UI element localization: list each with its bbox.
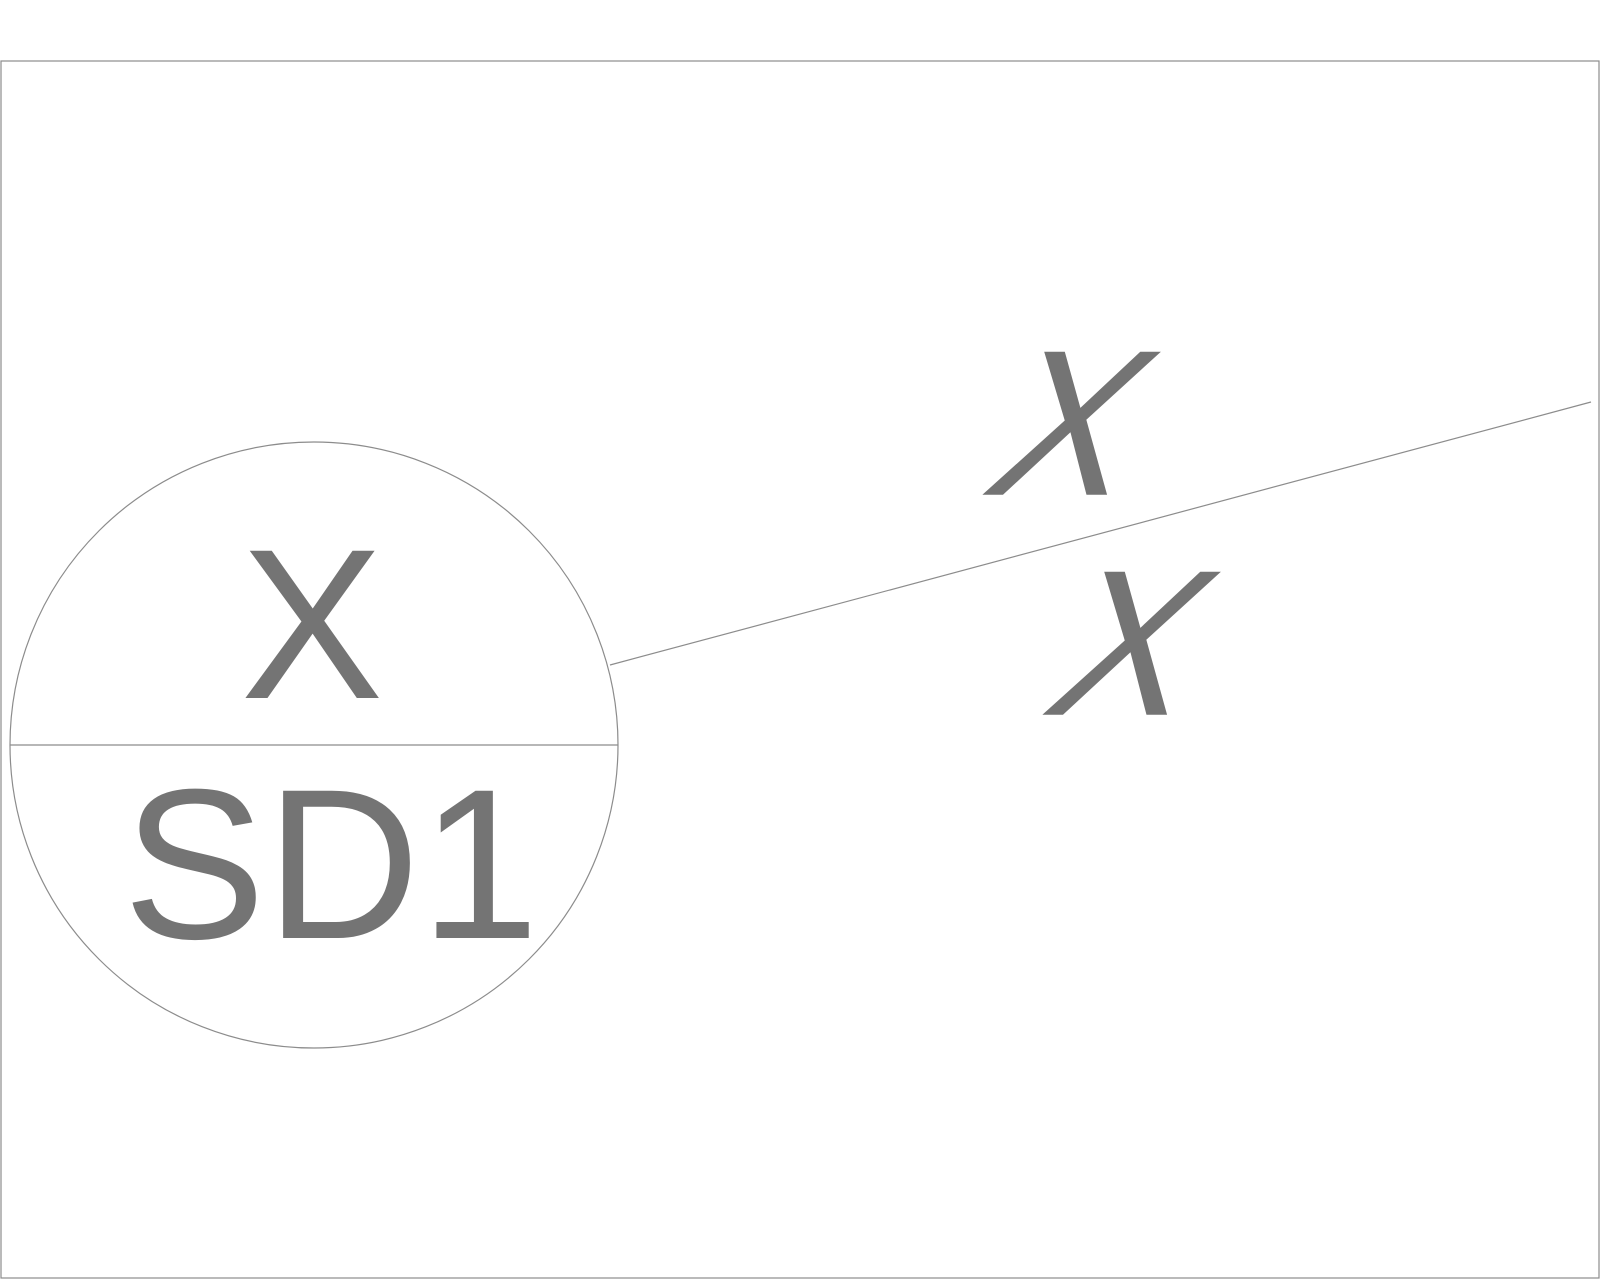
section-mark-lower: X	[1020, 528, 1247, 760]
section-tag-bottom-label: SD1	[123, 745, 539, 984]
section-mark-upper: X	[960, 308, 1187, 540]
section-mark-lower-label: X	[1020, 528, 1247, 760]
section-mark-upper-label: X	[960, 308, 1187, 540]
section-tag-top-label: X	[241, 505, 384, 744]
sheet-border	[0, 60, 1600, 1279]
section-tag: X SD1	[9, 441, 619, 1049]
section-cut-line	[609, 401, 1592, 666]
